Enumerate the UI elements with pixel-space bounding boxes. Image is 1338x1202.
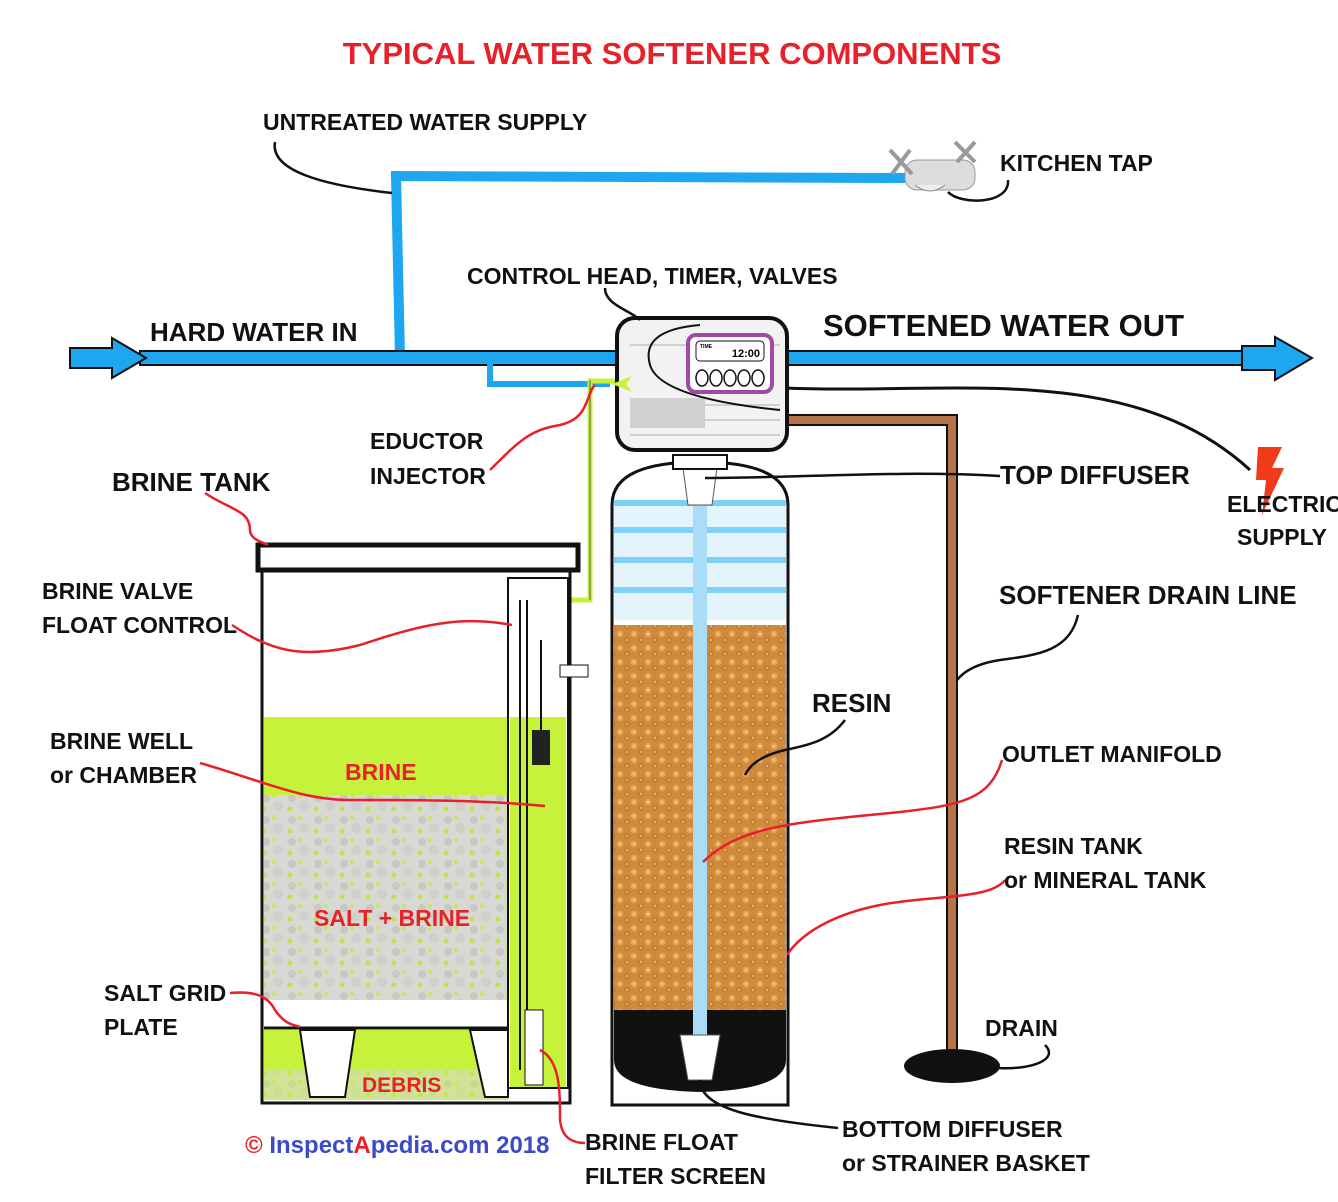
copyright-notice: © InspectApedia.com 2018 — [245, 1132, 550, 1159]
label-bottom-diffuser: BOTTOM DIFFUSER — [842, 1116, 1063, 1142]
label-or-chamber: or CHAMBER — [50, 762, 197, 788]
electric-cord — [784, 386, 1252, 472]
floor-drain — [904, 1049, 1000, 1083]
label-plate: PLATE — [104, 1014, 178, 1040]
outlet-manifold-tube — [693, 500, 707, 1045]
resin-tank — [610, 454, 790, 1107]
label-float-control: FLOAT CONTROL — [42, 612, 237, 638]
label-strainer-basket: or STRAINER BASKET — [842, 1150, 1090, 1176]
hard-water-in-arrow-icon — [69, 336, 148, 380]
label-salt-brine: SALT + BRINE — [314, 905, 470, 931]
label-brine-tank: BRINE TANK — [112, 467, 271, 497]
brine-tank — [255, 542, 589, 1105]
label-electric: ELECTRIC — [1227, 491, 1338, 517]
top-diffuser — [682, 467, 718, 506]
label-kitchen-tap: KITCHEN TAP — [1000, 150, 1153, 176]
label-injector: INJECTOR — [370, 463, 486, 489]
label-brine-well: BRINE WELL — [50, 728, 193, 754]
label-hard-water-in: HARD WATER IN — [150, 317, 358, 347]
label-eductor: EDUCTOR — [370, 428, 484, 454]
label-drain: DRAIN — [985, 1015, 1058, 1041]
label-resin: RESIN — [812, 688, 891, 718]
label-debris: DEBRIS — [362, 1074, 441, 1097]
drain-pipe — [785, 416, 956, 1065]
timer-buttons — [695, 369, 765, 387]
kitchen-tap-icon — [888, 140, 977, 192]
label-brine: BRINE — [345, 759, 417, 785]
label-supply: SUPPLY — [1237, 524, 1327, 550]
main-water-line — [69, 335, 1314, 387]
label-softener-drain-line: SOFTENER DRAIN LINE — [999, 580, 1297, 610]
label-brine-valve: BRINE VALVE — [42, 578, 193, 604]
leader-lines — [199, 141, 1080, 1145]
diagram-title: TYPICAL WATER SOFTENER COMPONENTS — [343, 36, 1002, 71]
electric-bolt-icon — [1256, 447, 1284, 515]
label-softened-water-out: SOFTENED WATER OUT — [823, 308, 1184, 343]
label-control-head: CONTROL HEAD, TIMER, VALVES — [467, 263, 838, 289]
timer-tag: TIME — [700, 344, 713, 350]
timer-display: 12:00 — [732, 348, 760, 360]
label-salt-grid: SALT GRID — [104, 980, 226, 1006]
label-top-diffuser: TOP DIFFUSER — [1000, 460, 1190, 490]
label-filter-screen: FILTER SCREEN — [585, 1163, 766, 1189]
label-untreated-water-supply: UNTREATED WATER SUPPLY — [263, 109, 587, 135]
label-mineral-tank: or MINERAL TANK — [1004, 867, 1207, 893]
softened-water-out-arrow-icon — [1241, 335, 1314, 382]
untreated-supply-pipe — [390, 170, 906, 359]
label-resin-tank: RESIN TANK — [1004, 833, 1143, 859]
bottom-diffuser — [679, 1034, 721, 1081]
label-outlet-manifold: OUTLET MANIFOLD — [1002, 741, 1222, 767]
control-head: TIME 12:00 — [612, 316, 789, 452]
label-brine-float: BRINE FLOAT — [585, 1129, 738, 1155]
float — [532, 730, 550, 765]
brine-float-filter-screen — [524, 1009, 544, 1086]
